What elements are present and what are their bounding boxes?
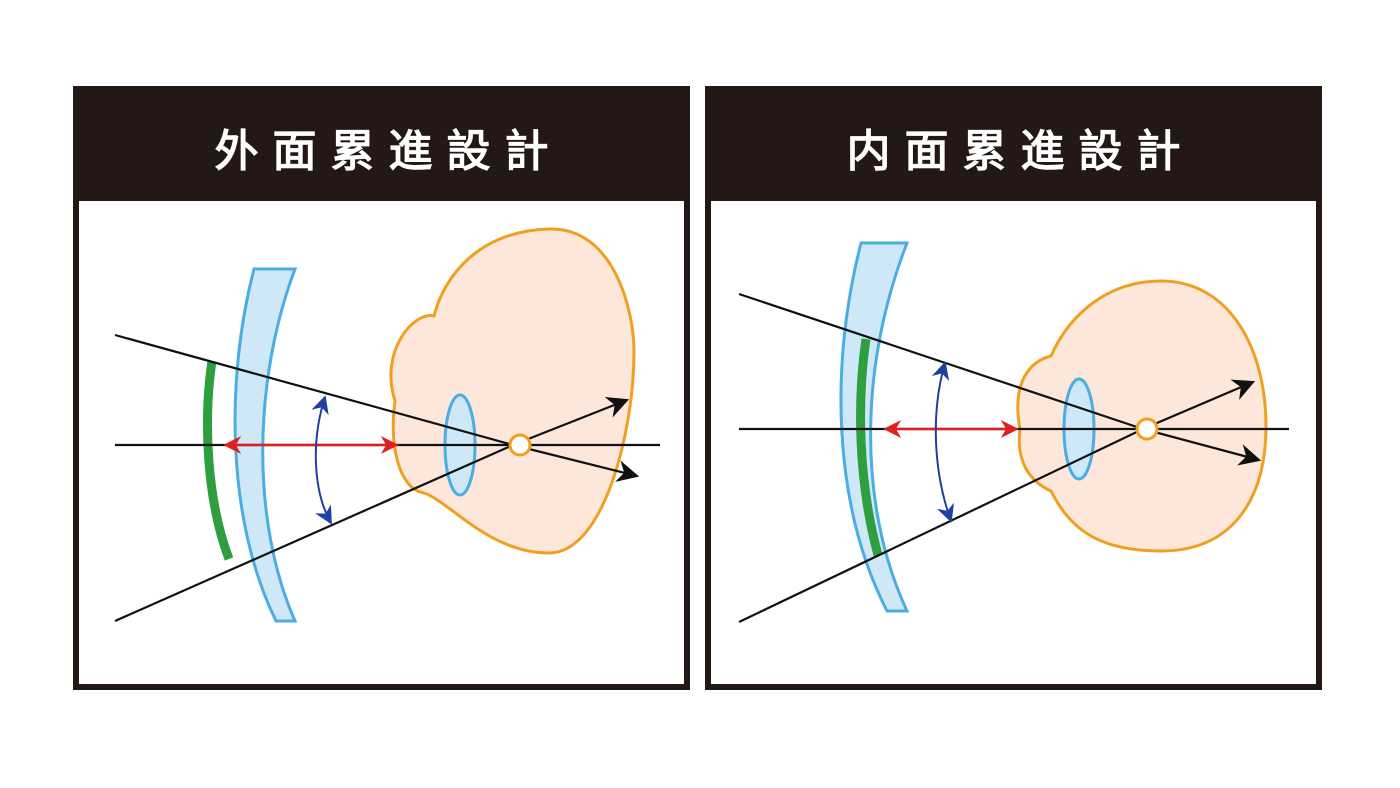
spectacle-lens [839,241,910,613]
progressive-zone [856,338,883,557]
rotation-center [1135,417,1159,441]
inner-progressive-diagram [738,241,1289,623]
ray-upper [114,333,514,447]
eyeball [389,227,636,555]
eyeball [1016,279,1268,553]
ray-exit-lower [1142,427,1262,466]
inner-progressive-panel: 内面累進設計 [705,86,1322,690]
field-angle-arrow [931,361,954,523]
panel-title: 外面累進設計 [79,92,684,201]
outer-progressive-diagram [114,227,660,623]
ray-lower [738,428,1144,623]
ray-exit-lower [512,443,640,482]
progressive-zone [203,360,234,561]
field-angle-arrow [311,395,332,525]
ray-lower [114,443,514,623]
panel-title: 内面累進設計 [711,92,1316,201]
spectacle-lens [233,267,298,623]
rotation-center [508,433,532,457]
outer-progressive-panel: 外面累進設計 [73,86,690,690]
ray-exit-upper [512,397,630,447]
ray-exit-upper [1142,379,1256,431]
